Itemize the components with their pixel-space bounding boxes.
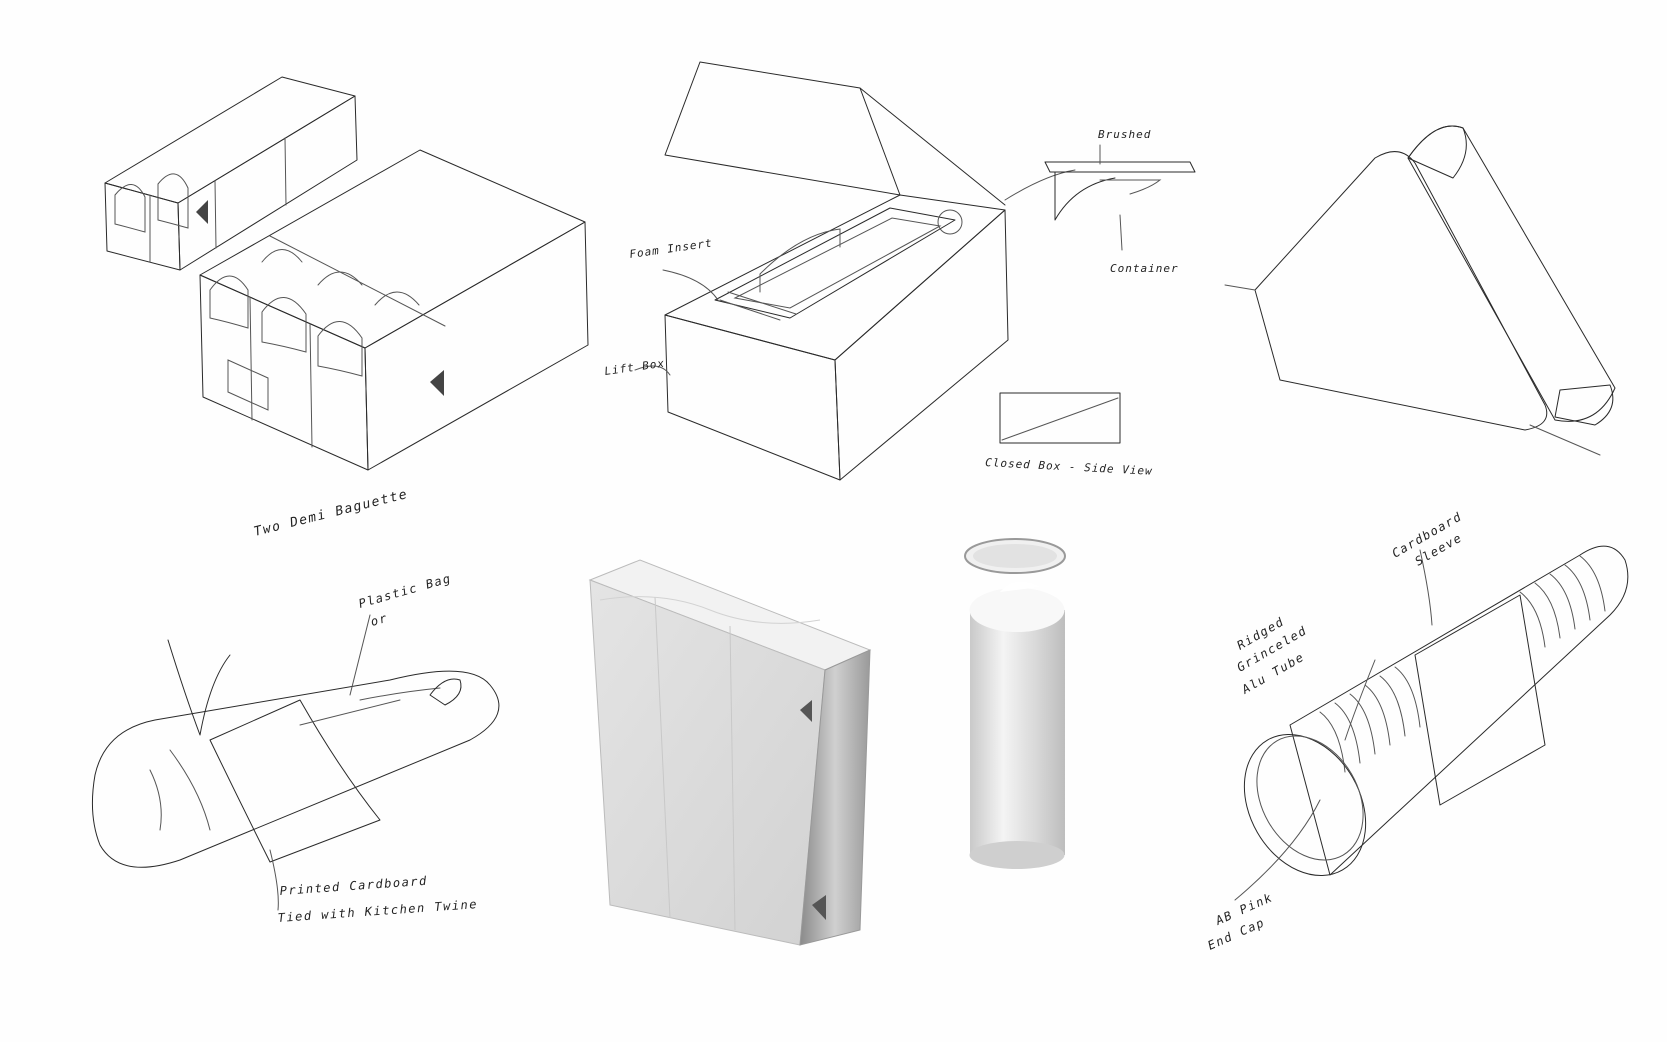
single-baguette-box <box>104 76 358 271</box>
box-front <box>664 314 841 481</box>
box-lid <box>664 61 901 196</box>
cardboard-label: Printed Cardboard <box>279 874 428 898</box>
bread-bag <box>91 670 500 868</box>
cardboard-sleeve <box>1414 594 1546 806</box>
tube-ridges <box>1319 555 1606 773</box>
cylinder-body <box>970 610 1065 855</box>
twine-label: Tied with Kitchen Twine <box>277 897 478 925</box>
folded-box-render <box>588 559 872 946</box>
lift-box-label: Lift Box <box>604 357 666 378</box>
closed-box-side-view: Closed Box - Side View <box>985 392 1154 478</box>
box-side <box>834 209 1009 481</box>
cap-label-line2: End Cap <box>1206 915 1267 953</box>
plastic-bag-or-label: or <box>369 611 390 629</box>
foam-insert-label: Foam Insert <box>629 236 714 261</box>
end-cap <box>1243 733 1367 877</box>
lift-box-sketch: Foam Insert Lift Box Brushed Container C… <box>604 61 1196 481</box>
box-side-face <box>799 649 871 946</box>
plastic-bag-label: Plastic Bag <box>357 571 453 611</box>
ridged-tube-sketch: Cardboard Sleeve Ridged Grinceled Alu Tu… <box>1206 509 1629 953</box>
brushed-label: Brushed <box>1098 128 1151 141</box>
double-baguette-box <box>199 149 589 471</box>
side-view-label: Closed Box - Side View <box>985 456 1154 478</box>
sleeve-band <box>1407 125 1616 422</box>
wrapped-bread-sketch: Plastic Bag or Printed Cardboard Tied wi… <box>91 571 500 925</box>
container-label: Container <box>1110 262 1179 275</box>
baguette-boxes-sketch: Two Demi Baguette <box>104 76 589 540</box>
baguette-caption: Two Demi Baguette <box>252 487 409 540</box>
brushed-container-detail: Brushed Container <box>1044 128 1196 275</box>
triangle-sleeve-sketch <box>1224 125 1616 456</box>
cylinder-render <box>964 538 1066 869</box>
